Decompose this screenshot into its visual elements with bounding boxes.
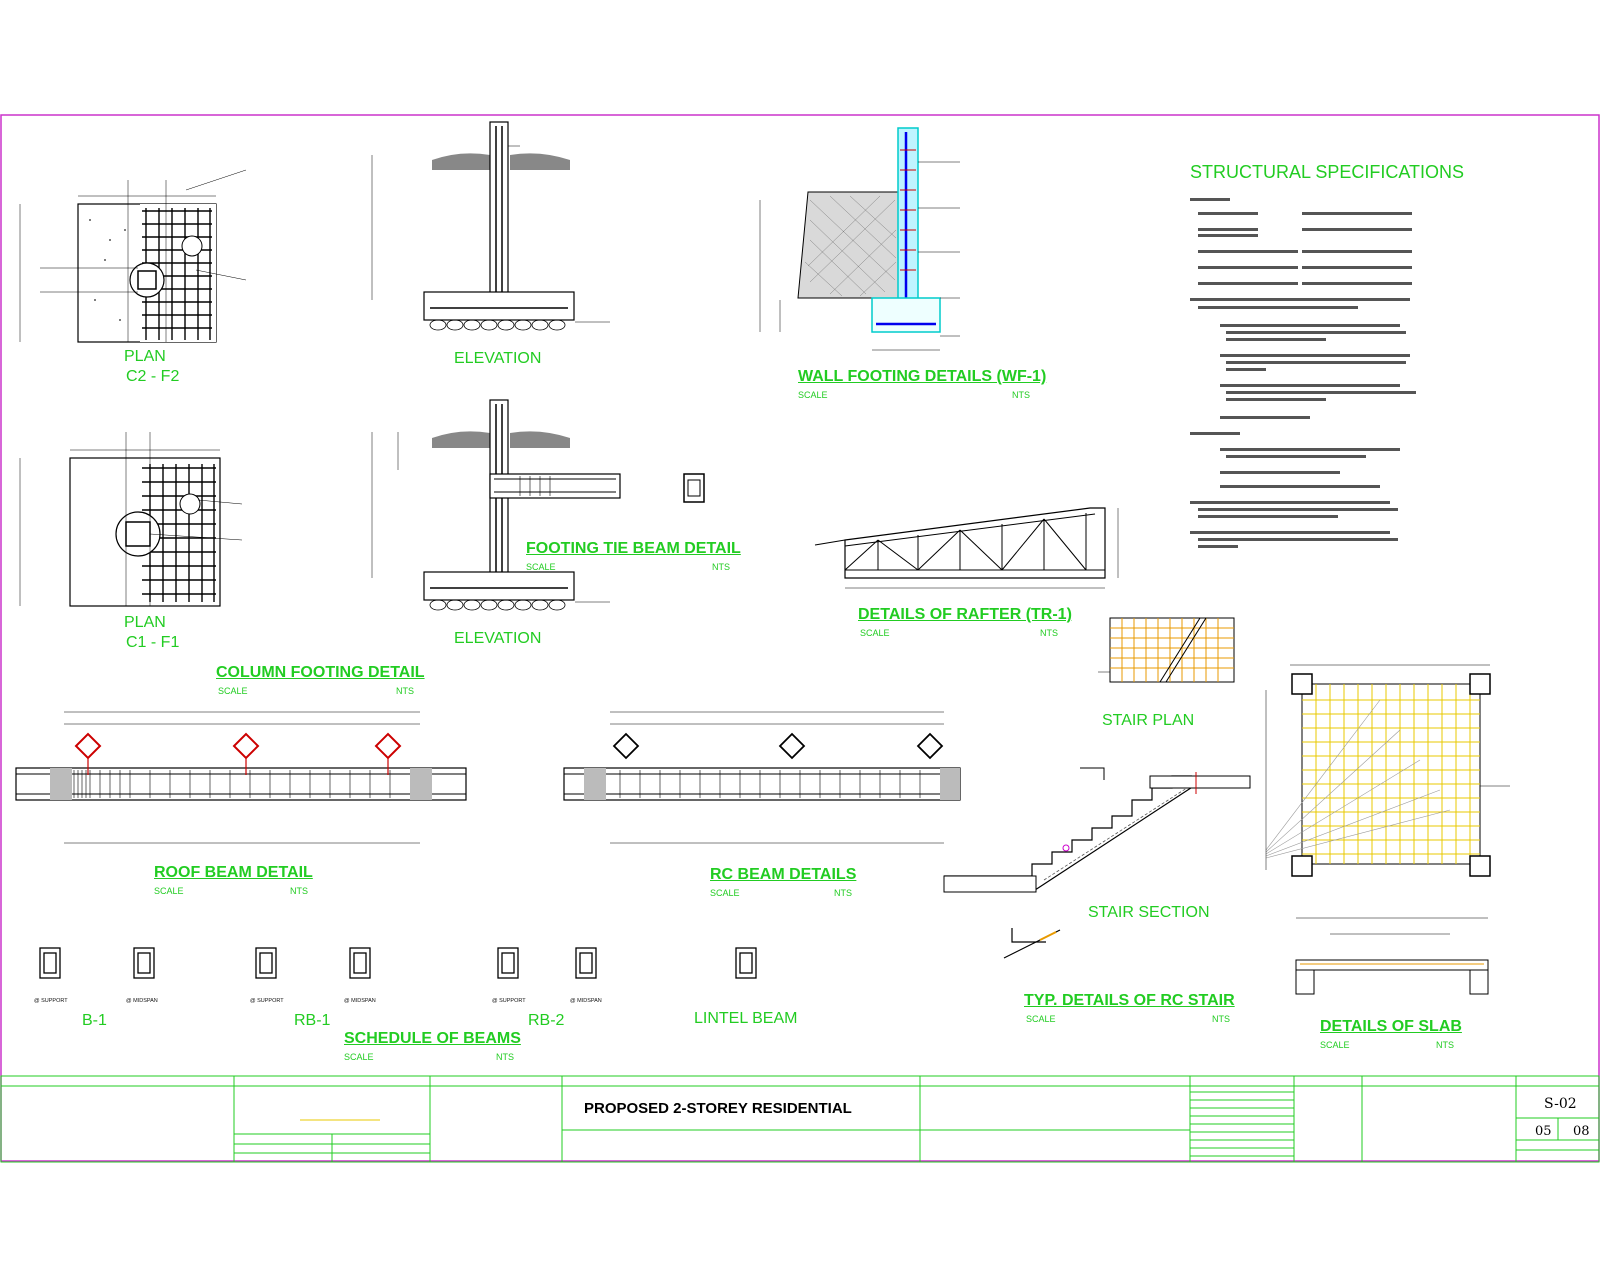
plan-c2-drawing bbox=[19, 169, 247, 343]
elevation-2-drawing bbox=[371, 399, 705, 611]
rb2-support-note: @ SUPPORT bbox=[492, 998, 526, 1004]
b1-midspan-note: @ MIDSPAN bbox=[126, 998, 158, 1004]
rafter-title: DETAILS OF RAFTER (TR-1) bbox=[858, 606, 1072, 623]
stair-section-drawing bbox=[943, 767, 1251, 893]
footing-tie-title: FOOTING TIE BEAM DETAIL bbox=[526, 540, 741, 557]
elevation-1-drawing bbox=[371, 121, 610, 331]
wall-footing-scale: SCALE bbox=[798, 390, 828, 400]
stair-section-label: STAIR SECTION bbox=[1088, 904, 1210, 921]
wall-footing-drawing bbox=[759, 127, 960, 351]
plan-c2-sub: C2 - F2 bbox=[126, 368, 180, 385]
footing-tie-nts: NTS bbox=[712, 562, 730, 572]
rb1-midspan-note: @ MIDSPAN bbox=[344, 998, 376, 1004]
lintel-beam-label: LINTEL BEAM bbox=[694, 1010, 798, 1027]
slab-plan-drawing bbox=[1265, 664, 1510, 877]
sheet-index: 05 bbox=[1535, 1124, 1552, 1139]
rc-beam-title: RC BEAM DETAILS bbox=[710, 866, 857, 883]
column-footing-scale: SCALE bbox=[218, 686, 248, 696]
slab-title: DETAILS OF SLAB bbox=[1320, 1018, 1462, 1035]
plan-c1-title: PLAN bbox=[124, 614, 166, 631]
slab-scale: SCALE bbox=[1320, 1040, 1350, 1050]
rb2-midspan-note: @ MIDSPAN bbox=[570, 998, 602, 1004]
plan-c1-drawing bbox=[19, 432, 243, 607]
rb1-support-note: @ SUPPORT bbox=[250, 998, 284, 1004]
rafter-truss-drawing bbox=[814, 507, 1119, 589]
roof-beam-scale: SCALE bbox=[154, 886, 184, 896]
footing-tie-scale: SCALE bbox=[526, 562, 556, 572]
specs-title: STRUCTURAL SPECIFICATIONS bbox=[1190, 162, 1465, 182]
project-title: PROPOSED 2-STOREY RESIDENTIAL bbox=[584, 1100, 852, 1117]
rc-beam-scale: SCALE bbox=[710, 888, 740, 898]
specs-text-block bbox=[1190, 198, 1416, 548]
sheet-total: 08 bbox=[1573, 1124, 1590, 1139]
rc-stair-typ-drawing bbox=[1003, 928, 1061, 959]
sheet-number: S-02 bbox=[1544, 1096, 1577, 1112]
rc-stair-title: TYP. DETAILS OF RC STAIR bbox=[1024, 992, 1235, 1009]
beam-rb2-label: RB-2 bbox=[528, 1012, 565, 1029]
column-footing-title: COLUMN FOOTING DETAIL bbox=[216, 664, 425, 681]
beam-rb1-label: RB-1 bbox=[294, 1012, 331, 1029]
b1-support-note: @ SUPPORT bbox=[34, 998, 68, 1004]
stair-plan-drawing bbox=[1098, 617, 1235, 683]
wall-footing-nts: NTS bbox=[1012, 390, 1030, 400]
beam-sections bbox=[39, 947, 757, 979]
slab-nts: NTS bbox=[1436, 1040, 1454, 1050]
slab-section-drawing bbox=[1295, 917, 1489, 995]
stair-plan-label: STAIR PLAN bbox=[1102, 712, 1195, 729]
plan-c1-sub: C1 - F1 bbox=[126, 634, 180, 651]
title-block bbox=[0, 1075, 1600, 1163]
roof-beam-title: ROOF BEAM DETAIL bbox=[154, 864, 313, 881]
column-footing-nts: NTS bbox=[396, 686, 414, 696]
rafter-scale: SCALE bbox=[860, 628, 890, 638]
schedule-title: SCHEDULE OF BEAMS bbox=[344, 1030, 521, 1047]
beam-b1-label: B-1 bbox=[82, 1012, 107, 1029]
rc-beam-drawing bbox=[563, 711, 961, 844]
roof-beam-nts: NTS bbox=[290, 886, 308, 896]
roof-beam-drawing bbox=[15, 711, 467, 844]
schedule-nts: NTS bbox=[496, 1052, 514, 1062]
rc-stair-scale: SCALE bbox=[1026, 1014, 1056, 1024]
plan-c2-title: PLAN bbox=[124, 348, 166, 365]
rc-beam-nts: NTS bbox=[834, 888, 852, 898]
rc-stair-nts: NTS bbox=[1212, 1014, 1230, 1024]
rafter-nts: NTS bbox=[1040, 628, 1058, 638]
schedule-scale: SCALE bbox=[344, 1052, 374, 1062]
elevation-2-label: ELEVATION bbox=[454, 630, 542, 647]
elevation-1-label: ELEVATION bbox=[454, 350, 542, 367]
sheet-border bbox=[0, 114, 1600, 1162]
wall-footing-title: WALL FOOTING DETAILS (WF-1) bbox=[798, 368, 1047, 385]
